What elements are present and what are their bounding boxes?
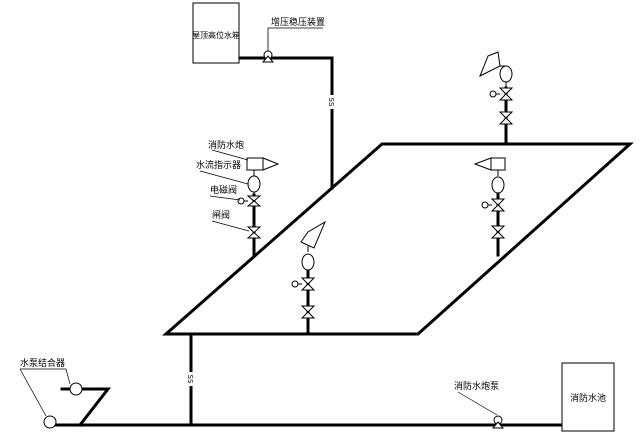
pipe-marks: SS SS bbox=[186, 95, 337, 386]
fire-pump: 消防水炮泵 bbox=[454, 380, 505, 429]
solenoid-coil-icon bbox=[489, 90, 497, 98]
gate-valve-label: 闸阀 bbox=[212, 210, 230, 221]
flow-indicator-icon bbox=[499, 65, 513, 83]
monitor-assembly-center bbox=[291, 220, 327, 319]
pressure-device-leader bbox=[267, 27, 323, 51]
pressure-device-label: 增压稳压装置 bbox=[271, 16, 325, 28]
flow-indicator-label: 水流指示器 bbox=[196, 159, 241, 171]
solenoid-coil-icon bbox=[291, 280, 299, 288]
roof-tank: 屋顶高位水箱 bbox=[192, 2, 240, 64]
adapter-icon bbox=[69, 382, 83, 396]
monitor-nozzle-icon bbox=[262, 157, 280, 171]
flow-indicator-icon bbox=[301, 253, 315, 271]
gate-valve-icon bbox=[246, 226, 262, 239]
pipe-network bbox=[48, 56, 634, 428]
pump-adapter-leader bbox=[20, 368, 71, 385]
solenoid-coil-icon bbox=[237, 197, 245, 205]
pipe-mark-bg-upper bbox=[328, 95, 337, 109]
roof-tank-label: 屋顶高位水箱 bbox=[192, 30, 240, 40]
gate-valve-icon bbox=[490, 225, 506, 239]
pump-base-icon bbox=[491, 421, 505, 429]
monitor-label: 消防水炮 bbox=[208, 139, 244, 151]
pipe-mark-bg-lower bbox=[187, 372, 196, 386]
pipe-mark-upper: SS bbox=[327, 98, 335, 107]
solenoid-valve-label: 电磁阀 bbox=[210, 184, 237, 196]
pump-base-icon bbox=[261, 55, 275, 63]
monitor-icon bbox=[246, 157, 264, 171]
gate-valve-icon bbox=[498, 111, 514, 125]
adapter-branch-pipe bbox=[60, 387, 112, 428]
monitor-assembly-top-right bbox=[479, 51, 514, 125]
fire-pool-label: 消防水池 bbox=[570, 392, 606, 404]
pump-adapter: 水泵结合器 bbox=[19, 357, 83, 429]
pressure-device: 增压稳压装置 bbox=[261, 16, 325, 63]
solenoid-valve-icon bbox=[246, 195, 262, 207]
monitor-assembly-left bbox=[237, 157, 280, 239]
ring-main-pipe bbox=[162, 142, 634, 336]
tank-icon bbox=[192, 2, 240, 64]
monitor-icon bbox=[300, 220, 327, 249]
solenoid-valve-icon bbox=[490, 198, 506, 212]
flow-indicator-icon bbox=[247, 175, 261, 193]
fire-pump-leader bbox=[457, 391, 498, 416]
gate-valve-icon bbox=[300, 305, 316, 319]
solenoid-valve-icon bbox=[300, 277, 316, 291]
monitor-assembly-right bbox=[473, 157, 506, 239]
monitor-icon bbox=[479, 51, 501, 78]
fire-pool: 消防水池 bbox=[561, 362, 615, 432]
monitor-icon bbox=[490, 157, 506, 171]
solenoid-coil-icon bbox=[481, 201, 489, 209]
left-labels: 消防水炮 水流指示器 电磁阀 闸阀 bbox=[196, 139, 250, 232]
solenoid-valve-icon bbox=[498, 87, 514, 101]
pump-adapter-label: 水泵结合器 bbox=[20, 357, 65, 369]
adapter-icon bbox=[43, 415, 57, 429]
fire-pump-label: 消防水炮泵 bbox=[454, 380, 499, 392]
pipe-mark-lower: SS bbox=[186, 375, 194, 384]
flow-indicator-icon bbox=[491, 176, 505, 194]
monitor-nozzle-icon bbox=[473, 157, 492, 171]
pump-adapter-leader-2 bbox=[19, 368, 47, 417]
tank-icon bbox=[561, 362, 615, 432]
